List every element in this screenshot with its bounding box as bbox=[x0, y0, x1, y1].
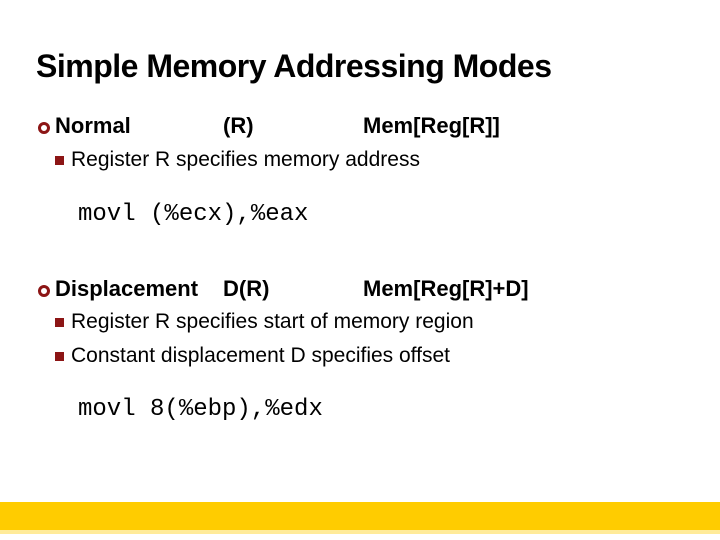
mode-displacement-point-2: Constant displacement D specifies offset bbox=[71, 344, 450, 367]
mode-displacement-example-code: movl 8(%ebp),%edx bbox=[78, 396, 323, 423]
mode-normal-effect: Mem[Reg[R]] bbox=[363, 113, 500, 138]
mode-normal-point: Register R specifies memory address bbox=[71, 148, 420, 171]
mode-normal-example-code: movl (%ecx),%eax bbox=[78, 201, 309, 228]
mode-displacement-effect: Mem[Reg[R]+D] bbox=[363, 276, 529, 301]
square-bullet-icon bbox=[55, 318, 64, 327]
circle-bullet-icon bbox=[38, 285, 50, 297]
mode-displacement-point-1: Register R specifies start of memory reg… bbox=[71, 310, 474, 333]
footer-gold-bar bbox=[0, 502, 720, 530]
square-bullet-icon bbox=[55, 156, 64, 165]
circle-bullet-icon bbox=[38, 122, 50, 134]
mode-normal-syntax: (R) bbox=[223, 113, 254, 138]
slide-title: Simple Memory Addressing Modes bbox=[36, 48, 552, 84]
mode-displacement-syntax: D(R) bbox=[223, 276, 270, 301]
square-bullet-icon bbox=[55, 352, 64, 361]
mode-displacement-name: Displacement bbox=[55, 276, 199, 301]
footer-gold-bar-fade bbox=[0, 530, 720, 534]
mode-normal-name: Normal bbox=[55, 113, 131, 138]
